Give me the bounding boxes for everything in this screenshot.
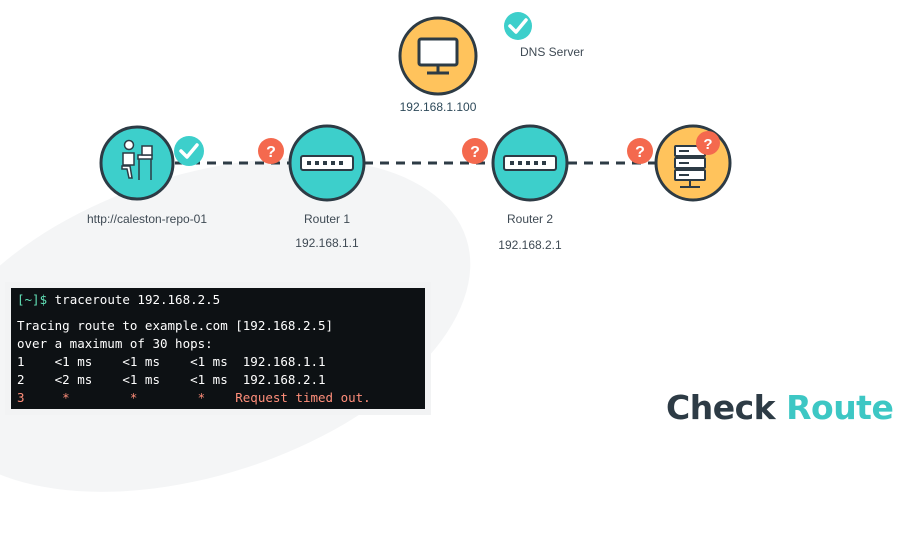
dns-server-ip: 192.168.1.100 <box>399 100 477 114</box>
router-icon <box>300 155 354 171</box>
network-diagram: ? ? ? <box>99 12 732 202</box>
monitor-icon <box>417 37 459 75</box>
terminal-window: [~]$ traceroute 192.168.2.5 Tracing rout… <box>11 288 425 409</box>
svg-text:?: ? <box>266 144 276 161</box>
check-route-logo: Check Route <box>666 388 894 427</box>
dns-server-label: DNS Server <box>520 45 585 59</box>
router2-label: Router 2 <box>506 212 554 226</box>
svg-text:?: ? <box>470 144 480 161</box>
client-node[interactable] <box>99 125 175 201</box>
terminal-output-line: 1 <1 ms <1 ms <1 ms 192.168.1.1 <box>17 354 326 369</box>
router1-ip: 192.168.1.1 <box>295 236 359 250</box>
router1-node[interactable] <box>288 124 366 202</box>
terminal-output-line: 2 <2 ms <1 ms <1 ms 192.168.2.1 <box>17 372 326 387</box>
client-check-icon <box>174 136 204 166</box>
dns-check-icon <box>504 12 532 40</box>
router-icon <box>503 155 557 171</box>
user-at-desk-icon <box>121 139 153 180</box>
server-question-icon: ? <box>696 131 720 155</box>
terminal-output-line: Tracing route to example.com [192.168.2.… <box>17 318 334 333</box>
client-label: http://caleston-repo-01 <box>86 212 208 226</box>
router1-label: Router 1 <box>303 212 351 226</box>
dns-server-node[interactable] <box>398 16 478 96</box>
router2-node[interactable] <box>491 124 569 202</box>
terminal-prompt: [~]$ <box>17 292 48 307</box>
destination-server-node[interactable] <box>654 124 732 202</box>
router1-question-icon: ? <box>258 138 284 164</box>
svg-text:?: ? <box>635 144 645 161</box>
svg-text:?: ? <box>703 136 712 153</box>
terminal-command: traceroute 192.168.2.5 <box>54 292 221 307</box>
router2-question-icon: ? <box>462 138 488 164</box>
logo-word-route: Route <box>786 388 894 427</box>
link-question-icon: ? <box>627 138 653 164</box>
terminal-error-line: 3 * * * Request timed out. <box>17 390 371 405</box>
router2-ip: 192.168.2.1 <box>498 238 562 252</box>
logo-word-check: Check <box>666 388 776 427</box>
terminal-command-line: [~]$ traceroute 192.168.2.5 <box>17 291 419 309</box>
terminal-output-line: over a maximum of 30 hops: <box>17 336 213 351</box>
